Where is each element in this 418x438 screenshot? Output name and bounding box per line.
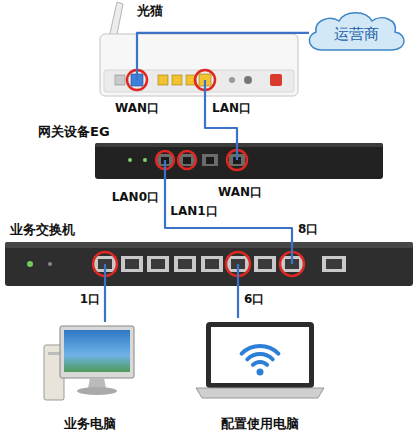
port-label: 1口 — [80, 292, 100, 306]
port-label: WAN口 — [218, 185, 262, 199]
gateway-device: 网关设备EG — [95, 143, 383, 179]
cloud-outline — [309, 13, 404, 50]
network-cable — [137, 33, 309, 80]
device-heading: 业务交换机 — [10, 222, 75, 238]
network-cable — [104, 264, 106, 322]
gateway-drawing — [95, 143, 383, 179]
device-heading: 配置使用电脑 — [221, 416, 299, 432]
config-laptop: 配置使用电脑 — [195, 318, 325, 434]
network-cable — [237, 264, 239, 318]
device-heading: 光猫 — [137, 3, 163, 19]
switch-device: 业务交换机 — [5, 242, 413, 286]
port-label: LAN口 — [212, 101, 251, 115]
carrier-cloud: 运营商 — [300, 8, 412, 56]
network-cable — [165, 160, 292, 264]
port-label: 8口 — [298, 222, 318, 236]
device-heading: 业务电脑 — [64, 416, 116, 432]
port-label: LAN1口 — [170, 204, 217, 218]
device-heading: 网关设备EG — [38, 124, 110, 140]
port-label: WAN口 — [115, 101, 159, 115]
network-cable — [205, 80, 237, 160]
switch-drawing — [5, 242, 413, 286]
cloud-label: 运营商 — [334, 25, 379, 43]
modem-drawing — [100, 2, 298, 96]
office-pc: 业务电脑 — [40, 322, 140, 434]
desktop-pc-drawing — [44, 326, 134, 400]
port-label: LAN0口 — [112, 190, 159, 204]
port-label: 6口 — [244, 292, 264, 306]
laptop-drawing — [196, 322, 324, 398]
modem-device: 光猫 — [95, 28, 301, 98]
